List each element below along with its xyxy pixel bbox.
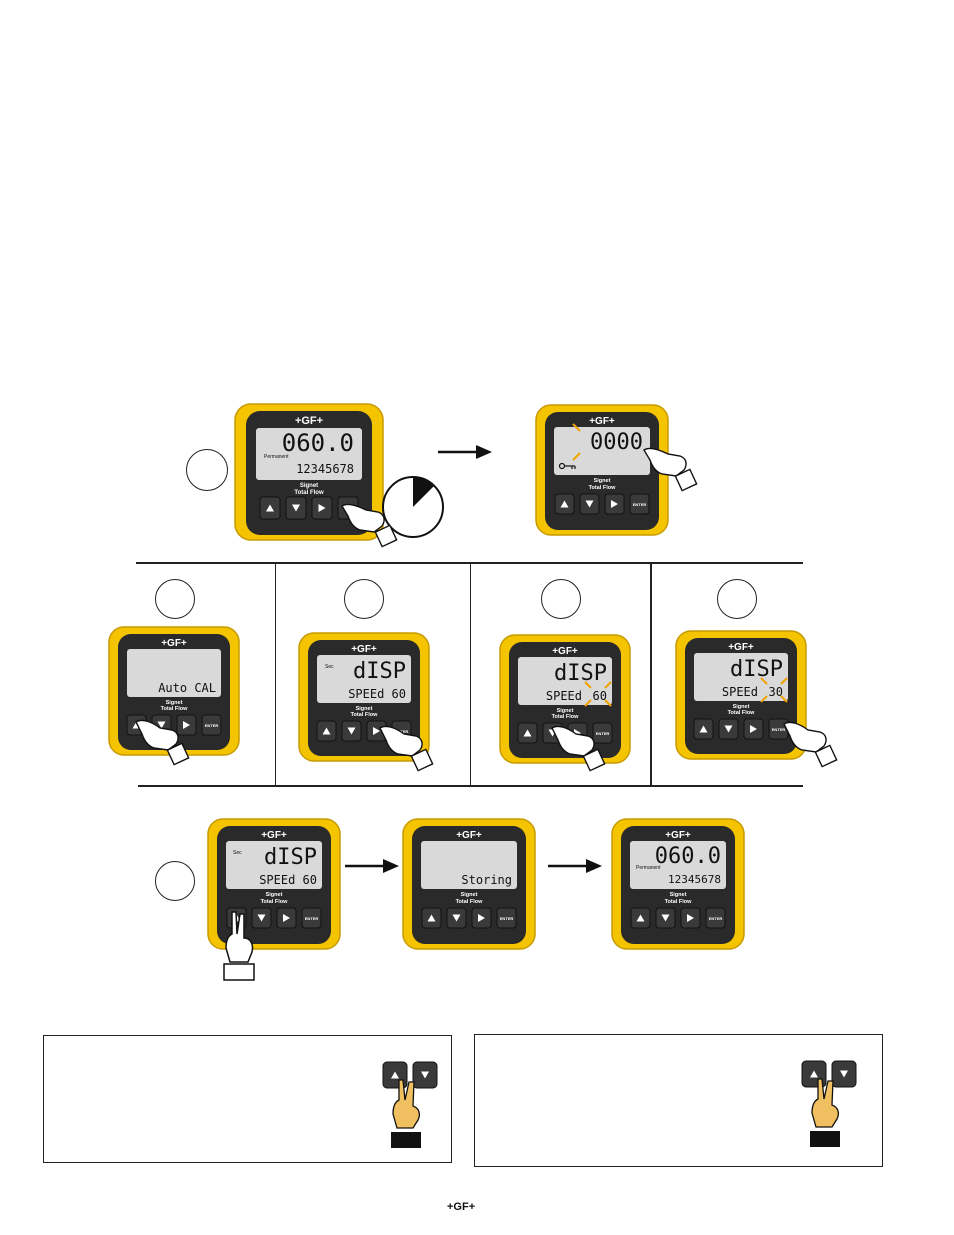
total-flow-label: Total Flow bbox=[351, 712, 379, 718]
flow-arrow-icon bbox=[548, 859, 602, 873]
step-circle-6 bbox=[155, 861, 195, 901]
total-flow-label: Total Flow bbox=[589, 485, 617, 491]
signet-label: Signet bbox=[461, 892, 478, 898]
enter-label: ENTER bbox=[205, 723, 219, 728]
lcd-main-readout: dISP bbox=[353, 659, 406, 684]
lcd-sub-readout: SPEEd bbox=[546, 689, 582, 703]
enter-label: ENTER bbox=[772, 727, 786, 732]
signet-label: Signet bbox=[670, 892, 687, 898]
lcd-main-readout: dISP bbox=[264, 845, 317, 870]
device-2: +GF+ 0000 Signet Total Flow ENTER bbox=[535, 404, 669, 538]
up-down-keys-hand-icon bbox=[382, 1061, 438, 1148]
brand-logo: +GF+ bbox=[728, 642, 754, 653]
brand-logo: +GF+ bbox=[456, 830, 482, 841]
total-flow-label: Total Flow bbox=[552, 714, 580, 720]
divider-top bbox=[136, 562, 803, 564]
lcd-main-readout: dISP bbox=[554, 661, 607, 686]
pointing-hand-icon bbox=[341, 503, 398, 548]
lcd-sub-readout: 12345678 bbox=[668, 873, 721, 886]
device-5: +GF+ dISP SPEEd 60 Signet Total Flow ENT… bbox=[499, 634, 631, 766]
note-box-left bbox=[43, 1035, 452, 1163]
enter-label: ENTER bbox=[709, 916, 723, 921]
signet-label: Signet bbox=[356, 706, 373, 712]
sec-label: Sec bbox=[233, 850, 242, 856]
divider-bottom bbox=[138, 785, 803, 787]
flash-icon bbox=[572, 423, 581, 461]
lcd-main-readout: 060.0 bbox=[282, 429, 354, 457]
permanent-label: Permanent bbox=[636, 865, 661, 871]
lcd-sub-readout: SPEEd 60 bbox=[259, 873, 317, 887]
device-3: +GF+ Auto CAL Signet Total Flow ENTER bbox=[108, 626, 240, 758]
sec-label: Sec bbox=[325, 664, 334, 670]
enter-label: ENTER bbox=[596, 731, 610, 736]
step-circle-4 bbox=[541, 579, 581, 619]
flow-arrow-icon bbox=[438, 445, 492, 459]
flash-icon bbox=[584, 681, 612, 707]
lcd-sub-readout: 12345678 bbox=[296, 462, 354, 476]
divider-col-2 bbox=[470, 563, 472, 785]
brand-logo: +GF+ bbox=[261, 830, 287, 841]
pointing-hand-icon bbox=[783, 721, 838, 768]
lcd-sub-readout: SPEEd bbox=[722, 685, 758, 699]
brand-logo: +GF+ bbox=[161, 638, 187, 649]
pointing-hand-icon bbox=[135, 719, 190, 766]
lcd-sub-readout: Auto CAL bbox=[158, 681, 216, 695]
step-circle-1 bbox=[186, 449, 228, 491]
enter-label: ENTER bbox=[500, 916, 514, 921]
brand-logo: +GF+ bbox=[295, 415, 323, 427]
total-flow-label: Total Flow bbox=[294, 490, 324, 496]
signet-label: Signet bbox=[594, 478, 611, 484]
key-icon bbox=[558, 462, 576, 470]
signet-label: Signet bbox=[557, 708, 574, 714]
signet-label: Signet bbox=[300, 483, 318, 489]
device-6: +GF+ dISP SPEEd 30 Signet Total Flow ENT… bbox=[675, 630, 807, 762]
hold-timer-icon bbox=[382, 476, 444, 538]
divider-col-3 bbox=[650, 563, 652, 785]
step-circle-3 bbox=[344, 579, 384, 619]
note-box-right bbox=[474, 1034, 883, 1167]
pointing-hand-icon bbox=[551, 725, 606, 772]
lcd-main-readout: 060.0 bbox=[655, 844, 721, 869]
two-finger-hand-icon bbox=[223, 911, 255, 981]
total-flow-label: Total Flow bbox=[728, 710, 756, 716]
device-8: +GF+ Storing Signet Total Flow ENTER bbox=[402, 818, 536, 952]
total-flow-label: Total Flow bbox=[161, 706, 189, 712]
signet-label: Signet bbox=[733, 704, 750, 710]
total-flow-label: Total Flow bbox=[261, 899, 289, 905]
total-flow-label: Total Flow bbox=[456, 899, 484, 905]
lcd-sub-readout: SPEEd 60 bbox=[348, 687, 406, 701]
permanent-label: Permanent bbox=[264, 454, 289, 460]
lcd-main-readout: dISP bbox=[730, 657, 783, 682]
pointing-hand-icon bbox=[643, 447, 698, 492]
brand-logo: +GF+ bbox=[589, 416, 615, 427]
brand-logo: +GF+ bbox=[665, 830, 691, 841]
lcd-flashing-value: 60 bbox=[593, 689, 607, 703]
step-circle-2 bbox=[155, 579, 195, 619]
brand-logo: +GF+ bbox=[351, 644, 377, 655]
total-flow-label: Total Flow bbox=[665, 899, 693, 905]
enter-label: ENTER bbox=[305, 916, 319, 921]
lcd-sub-readout: Storing bbox=[461, 873, 512, 887]
lcd-flashing-value: 30 bbox=[769, 685, 783, 699]
step-circle-5 bbox=[717, 579, 757, 619]
enter-label: ENTER bbox=[633, 502, 647, 507]
signet-label: Signet bbox=[166, 700, 183, 706]
up-down-keys-hand-icon bbox=[801, 1060, 857, 1147]
footer-logo: +GF+ bbox=[447, 1201, 476, 1213]
pointing-hand-icon bbox=[379, 725, 434, 772]
flash-icon bbox=[760, 677, 788, 703]
lcd-main-readout: 0000 bbox=[590, 430, 643, 455]
signet-label: Signet bbox=[266, 892, 283, 898]
brand-logo: +GF+ bbox=[552, 646, 578, 657]
flow-arrow-icon bbox=[345, 859, 399, 873]
divider-col-1 bbox=[275, 563, 277, 785]
device-9: +GF+ 060.0 Permanent 12345678 Signet Tot… bbox=[611, 818, 745, 952]
